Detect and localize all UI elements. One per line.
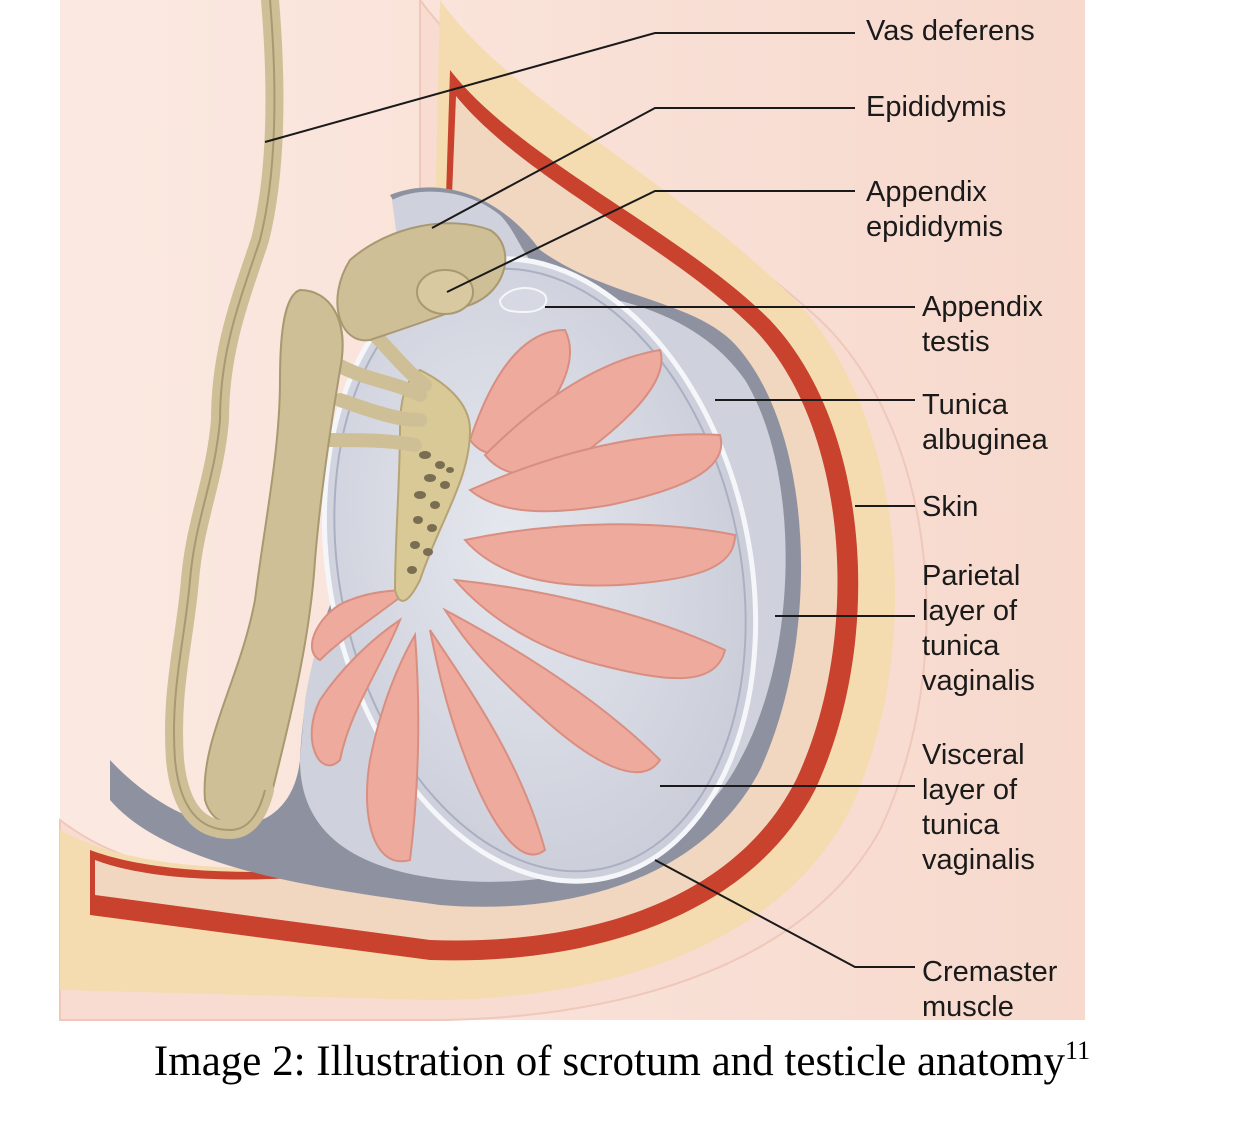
- label-parietal-line1: Parietal: [922, 560, 1021, 592]
- label-parietal-line4: vaginalis: [922, 665, 1035, 697]
- label-parietal-line3: tunica: [922, 630, 1000, 662]
- label-parietal-line2: layer of: [922, 595, 1018, 627]
- leader-appendix-epididymis: [446, 190, 855, 293]
- appendix-testis-shape: [498, 287, 548, 314]
- label-appendix-epididymis-line2: epididymis: [866, 211, 1003, 243]
- label-skin: Skin: [922, 491, 979, 523]
- testis-lobules: [310, 328, 737, 863]
- label-visceral-line2: layer of: [922, 774, 1018, 806]
- label-vas-deferens: Vas deferens: [866, 15, 1035, 47]
- leader-cremaster: [654, 859, 915, 968]
- vas-deferens-edge: [172, 0, 276, 832]
- label-visceral-line1: Visceral: [922, 739, 1025, 771]
- leader-epididymis: [431, 107, 855, 229]
- label-tunica-albuginea-line2: albuginea: [922, 424, 1048, 456]
- caption-superscript: 11: [1065, 1036, 1091, 1065]
- label-visceral-line4: vaginalis: [922, 844, 1035, 876]
- label-visceral-layer: Visceral layer of tunica vaginalis: [922, 738, 1035, 878]
- label-visceral-line3: tunica: [922, 809, 1000, 841]
- label-epididymis: Epididymis: [866, 91, 1007, 123]
- figure-caption: Image 2: Illustration of scrotum and tes…: [0, 1036, 1244, 1086]
- caption-text: Image 2: Illustration of scrotum and tes…: [153, 1038, 1066, 1085]
- leader-lines: [264, 32, 915, 968]
- label-appendix-epididymis-line1: Appendix: [866, 176, 987, 208]
- appendix-epididymis-shape: [416, 269, 474, 315]
- label-appendix-testis: Appendix testis: [922, 290, 1043, 360]
- efferent-ductules: [323, 323, 432, 452]
- label-cremaster-line1: Cremaster: [922, 956, 1058, 988]
- label-appendix-epididymis: Appendix epididymis: [866, 175, 1003, 245]
- label-appendix-testis-line1: Appendix: [922, 291, 1043, 323]
- label-cremaster-muscle: Cremaster muscle: [922, 955, 1057, 1025]
- label-tunica-albuginea-line1: Tunica: [922, 389, 1008, 421]
- label-tunica-albuginea: Tunica albuginea: [922, 388, 1048, 458]
- label-cremaster-line2: muscle: [922, 991, 1014, 1023]
- leader-vas-deferens: [264, 32, 855, 143]
- label-appendix-testis-line2: testis: [922, 326, 990, 358]
- label-parietal-layer: Parietal layer of tunica vaginalis: [922, 559, 1035, 699]
- rete-holes: [407, 451, 454, 574]
